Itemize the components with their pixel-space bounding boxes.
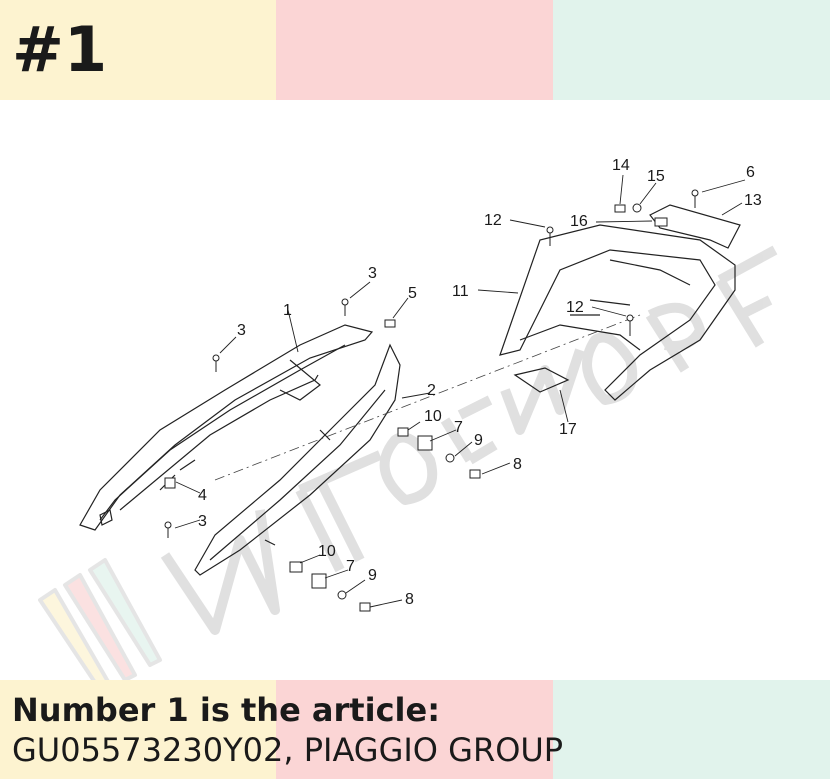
- rear-grab-rail: [499, 224, 736, 401]
- callout-label: 8: [405, 591, 414, 608]
- part-number-tag: #1: [12, 13, 108, 86]
- band-green: [553, 0, 830, 100]
- callout-label: 2: [427, 382, 436, 399]
- callout-label: 12: [566, 299, 584, 316]
- leader-lines: [174, 174, 746, 608]
- callout-label: 16: [570, 213, 588, 230]
- watermark-logo: [38, 245, 778, 680]
- callout-labels: 1 2 3 3 3 4 5 6 7 7 8 8 9 9 10 10 11 12 …: [198, 157, 762, 608]
- callout-label: 17: [559, 421, 577, 438]
- callout-label: 10: [424, 408, 442, 425]
- bottom-color-band: [0, 680, 830, 779]
- callout-label: 3: [368, 265, 377, 282]
- fasteners: [164, 189, 699, 612]
- top-color-band: [0, 0, 830, 100]
- callout-label: 7: [346, 558, 355, 575]
- band-yellow: [0, 680, 276, 779]
- callout-label: 11: [452, 283, 469, 300]
- license-bracket: [649, 204, 741, 249]
- callout-label: 7: [454, 419, 463, 436]
- band-pink: [276, 0, 553, 100]
- caption-heading: Number 1 is the article:: [12, 691, 440, 729]
- callout-label: 12: [484, 212, 502, 229]
- small-plate: [513, 367, 570, 393]
- callout-label: 13: [744, 192, 762, 209]
- exploded-parts-diagram: 1 2 3 3 3 4 5 6 7 7 8 8 9 9 10 10 11 12 …: [38, 157, 778, 680]
- callout-label: 5: [408, 285, 417, 302]
- band-green: [553, 680, 830, 779]
- right-side-panel: [194, 343, 401, 576]
- article-number: GU05573230Y02, PIAGGIO GROUP: [12, 731, 564, 769]
- callout-label: 10: [318, 543, 336, 560]
- callout-label: 15: [647, 168, 665, 185]
- callout-label: 3: [237, 322, 246, 339]
- callout-label: 6: [746, 164, 755, 181]
- callout-label: 8: [513, 456, 522, 473]
- callout-label: 4: [198, 487, 207, 504]
- callout-label: 14: [612, 157, 630, 174]
- band-pink: [276, 680, 553, 779]
- left-side-panel: [79, 324, 374, 531]
- callout-label: 9: [474, 432, 483, 449]
- callout-label: 3: [198, 513, 207, 530]
- callout-label: 1: [283, 302, 292, 319]
- band-yellow: [0, 0, 276, 100]
- callout-label: 9: [368, 567, 377, 584]
- centerline: [214, 314, 641, 481]
